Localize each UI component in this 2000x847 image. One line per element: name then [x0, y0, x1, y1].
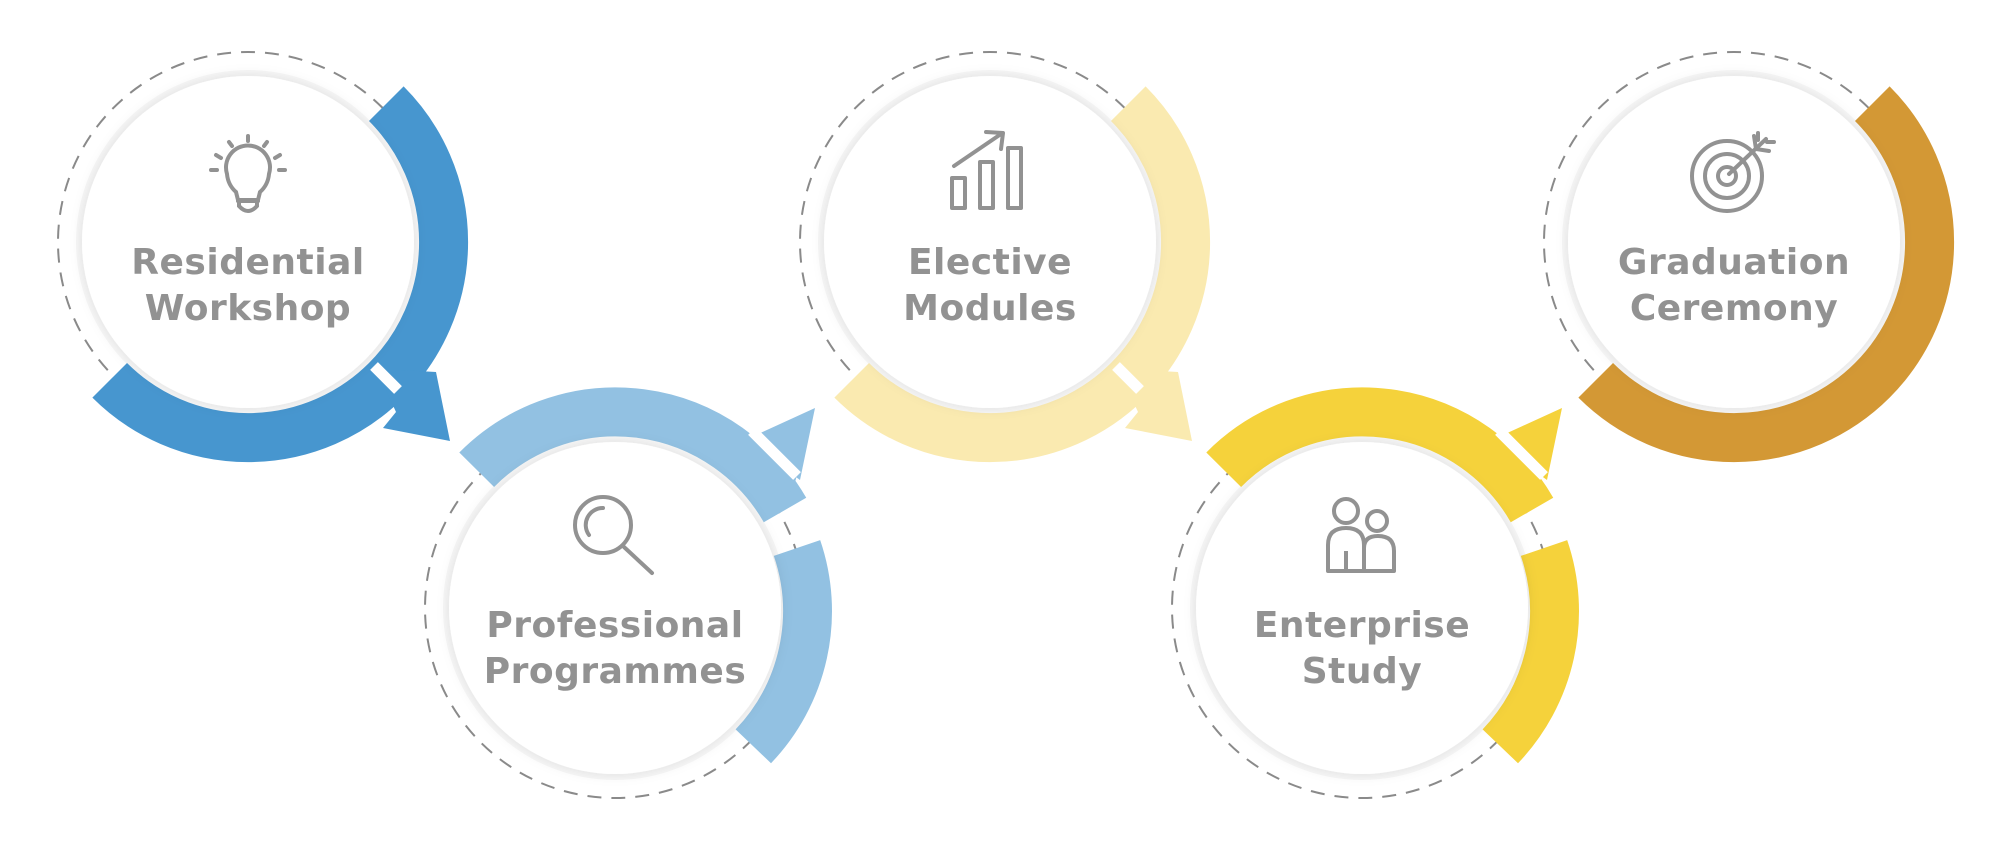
- magnifier-icon: [573, 495, 654, 575]
- arrow-gap: [748, 427, 801, 480]
- step-title-line1: Graduation: [1618, 242, 1850, 283]
- step-circle: [82, 76, 414, 408]
- step-circle: [449, 442, 781, 774]
- people-icon: [1326, 497, 1396, 573]
- step-title-line1: Professional: [486, 605, 743, 646]
- target-icon: [1690, 131, 1776, 213]
- arrow-gap: [1495, 427, 1548, 480]
- step-residential-workshop: Residential Workshop: [57, 51, 469, 463]
- step-circle: [1196, 442, 1528, 774]
- step-circle: [824, 76, 1156, 408]
- step-enterprise-study: Enterprise Study: [1171, 387, 1579, 799]
- progress-arc: [459, 387, 807, 523]
- step-professional-programmes: Professional Programmes: [424, 387, 832, 799]
- progress-arc-lower: [1482, 540, 1579, 764]
- arrow-gap: [1112, 362, 1144, 394]
- step-elective-modules: Elective Modules: [799, 51, 1211, 463]
- lightbulb-icon: [209, 134, 287, 213]
- step-title-line2: Programmes: [484, 651, 747, 692]
- step-title-line1: Elective: [908, 242, 1072, 283]
- step-title-line2: Workshop: [145, 288, 351, 329]
- bar-chart-growth-icon: [950, 130, 1023, 210]
- progress-arc: [1578, 86, 1955, 463]
- progress-arc-lower: [735, 540, 832, 764]
- step-title-line2: Ceremony: [1630, 288, 1838, 329]
- progress-arc: [1206, 387, 1554, 523]
- step-title-line2: Modules: [903, 288, 1077, 329]
- step-title-line1: Enterprise: [1254, 605, 1470, 646]
- step-circle: [1568, 76, 1900, 408]
- arrow-head-tip: [745, 408, 815, 480]
- arrow-gap: [370, 362, 402, 394]
- arrow-head: [1492, 408, 1562, 480]
- step-graduation-ceremony: Graduation Ceremony: [1543, 51, 1955, 463]
- step-title-line1: Residential: [131, 242, 364, 283]
- step-title-line2: Study: [1302, 651, 1423, 692]
